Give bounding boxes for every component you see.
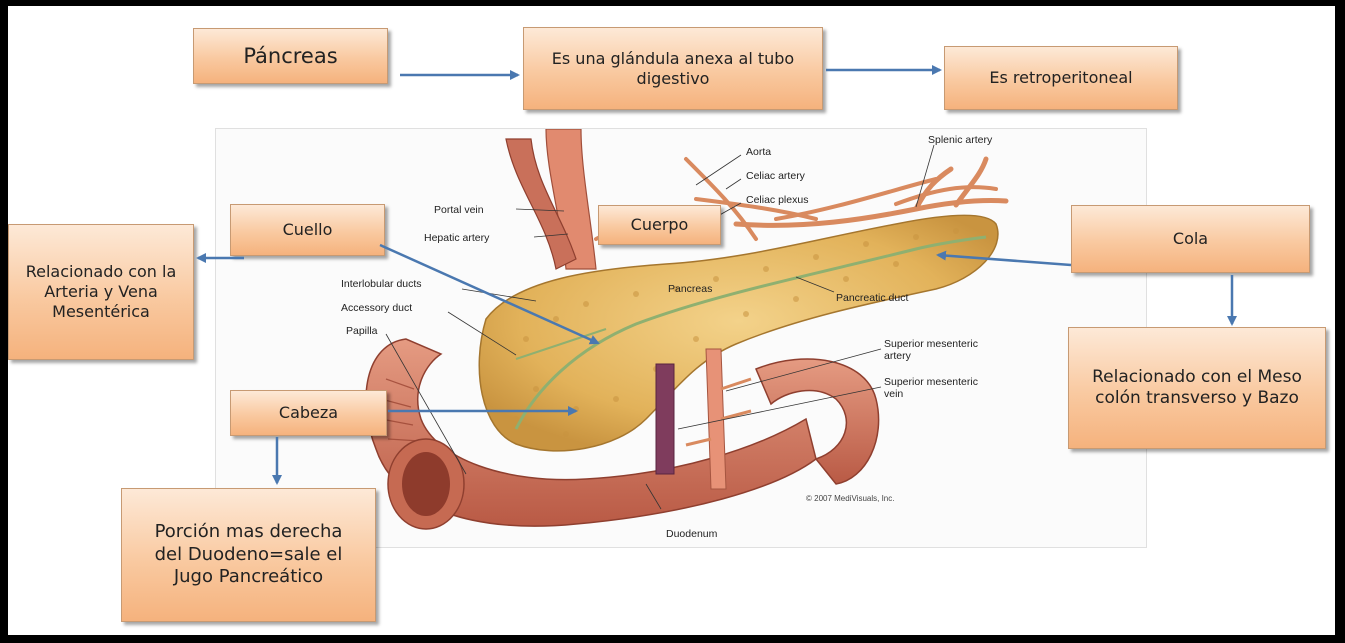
anatomy-svg: Aorta Celiac artery Celiac plexus Spleni… [216, 129, 1146, 547]
sm-vein-vessel [656, 364, 674, 474]
svg-text:Accessory duct: Accessory duct [341, 302, 412, 314]
box-cuerpo: Cuerpo [598, 205, 721, 245]
label-smv-line1: Superior mesenteric [884, 376, 978, 388]
box-glandula: Es una glándula anexa al tubo digestivo [523, 27, 823, 110]
box-cola-relation: Relacionado con el Meso colón transverso… [1068, 327, 1326, 449]
svg-text:Duodenum: Duodenum [666, 528, 718, 540]
label-duodenum: Duodenum [666, 528, 718, 540]
svg-text:artery: artery [884, 350, 912, 362]
svg-text:Interlobular ducts: Interlobular ducts [341, 278, 422, 290]
svg-text:Hepatic artery: Hepatic artery [424, 232, 490, 244]
box-pancreas: Páncreas [193, 28, 388, 84]
svg-text:Portal vein: Portal vein [434, 204, 484, 216]
box-cabeza-relation: Porción mas derecha del Duodeno=sale el … [121, 488, 376, 622]
box-cuello-relation-text: Relacionado con la Arteria y Vena Mesent… [21, 262, 181, 322]
box-cuerpo-text: Cuerpo [631, 215, 689, 235]
svg-text:Pancreatic duct: Pancreatic duct [836, 292, 908, 304]
label-pancreatic-duct: Pancreatic duct [836, 292, 908, 304]
box-cuello-text: Cuello [283, 220, 333, 240]
label-accessory-duct: Accessory duct [341, 302, 412, 314]
box-cuello-relation: Relacionado con la Arteria y Vena Mesent… [8, 224, 194, 360]
svg-text:vein: vein [884, 388, 903, 400]
label-papilla: Papilla [346, 325, 378, 337]
box-cola-relation-text: Relacionado con el Meso colón transverso… [1083, 367, 1311, 410]
label-celiac-artery: Celiac artery [746, 170, 806, 182]
box-cola-text: Cola [1173, 229, 1208, 249]
box-pancreas-text: Páncreas [243, 43, 337, 69]
svg-text:Superior mesenteric: Superior mesenteric [884, 338, 978, 350]
svg-text:Superior mesenteric: Superior mesenteric [884, 376, 978, 388]
label-pancreas: Pancreas [668, 283, 712, 295]
copyright-credit: © 2007 MediVisuals, Inc. [806, 494, 894, 503]
svg-text:Pancreas: Pancreas [668, 283, 712, 295]
svg-text:Celiac plexus: Celiac plexus [746, 194, 808, 206]
svg-text:Aorta: Aorta [746, 146, 771, 158]
label-splenic-artery: Splenic artery [928, 134, 993, 146]
box-retroperitoneal-text: Es retroperitoneal [989, 68, 1132, 88]
box-cola: Cola [1071, 205, 1310, 273]
box-cabeza-relation-text: Porción mas derecha del Duodeno=sale el … [142, 521, 355, 589]
svg-text:© 2007 MediVisuals, Inc.: © 2007 MediVisuals, Inc. [806, 494, 894, 503]
label-celiac-plexus: Celiac plexus [746, 194, 808, 206]
label-portal-vein: Portal vein [434, 204, 484, 216]
box-cabeza: Cabeza [230, 390, 387, 436]
pancreas-illustration: Aorta Celiac artery Celiac plexus Spleni… [215, 128, 1147, 548]
label-hepatic-artery: Hepatic artery [424, 232, 490, 244]
svg-text:Splenic artery: Splenic artery [928, 134, 993, 146]
label-smv-line2: vein [884, 388, 903, 400]
box-glandula-text: Es una glándula anexa al tubo digestivo [544, 49, 802, 89]
svg-text:Papilla: Papilla [346, 325, 378, 337]
label-aorta: Aorta [746, 146, 771, 158]
box-cuello: Cuello [230, 204, 385, 256]
box-cabeza-text: Cabeza [279, 403, 338, 423]
label-sma-line2: artery [884, 350, 912, 362]
svg-text:Celiac artery: Celiac artery [746, 170, 806, 182]
label-sma-line1: Superior mesenteric [884, 338, 978, 350]
box-retroperitoneal: Es retroperitoneal [944, 46, 1178, 110]
label-interlobular-ducts: Interlobular ducts [341, 278, 422, 290]
